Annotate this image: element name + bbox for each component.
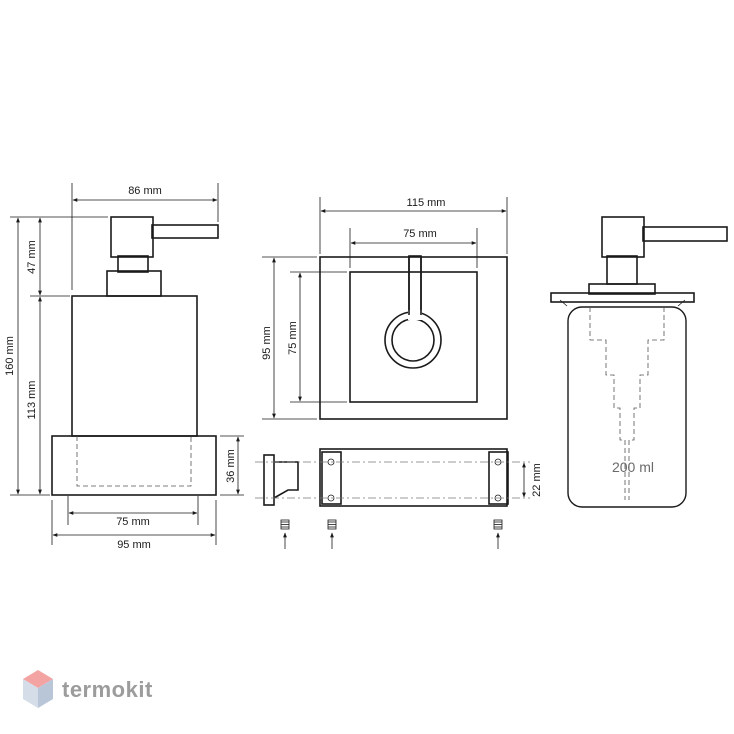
front-pump-collar xyxy=(106,270,162,297)
label-95mm-front: 95 mm xyxy=(117,539,151,551)
screw-anchor-1 xyxy=(280,519,290,549)
side-view: 200 ml xyxy=(550,216,728,508)
side-pump-collar xyxy=(588,283,656,295)
front-hidden-bottle xyxy=(76,436,192,487)
side-glass-bottle xyxy=(567,306,687,508)
bracket-left-tab xyxy=(321,451,342,505)
label-113mm: 113 mm xyxy=(26,381,38,420)
bracket-side-plate xyxy=(263,454,275,506)
termokit-logo: termokit xyxy=(23,670,153,708)
front-pump-spout xyxy=(151,224,219,239)
side-pump-head xyxy=(601,216,645,258)
top-inner-plate xyxy=(349,271,478,403)
top-spout xyxy=(408,255,422,319)
side-mount-bar xyxy=(550,292,695,303)
logo-text: termokit xyxy=(62,677,153,702)
side-pump-spout xyxy=(642,226,728,242)
bracket-front-plate xyxy=(319,448,508,507)
bracket-views: 22 mm xyxy=(255,448,543,549)
screw-anchor-3 xyxy=(493,519,503,549)
top-view: 115 mm 75 mm 95 mm 75 mm xyxy=(261,197,508,420)
label-75mm-top-h: 75 mm xyxy=(403,228,437,240)
front-pump-neck xyxy=(117,255,149,273)
cube-logo-icon xyxy=(23,670,53,708)
front-base xyxy=(51,435,217,496)
label-36mm: 36 mm xyxy=(225,449,237,483)
label-22mm: 22 mm xyxy=(531,463,543,497)
label-115mm: 115 mm xyxy=(407,197,446,209)
front-pump-head xyxy=(110,216,154,258)
side-hidden-pump xyxy=(589,307,665,500)
label-75mm-top-v: 75 mm xyxy=(287,321,299,355)
bracket-side-arm xyxy=(273,461,299,499)
front-bottle-body xyxy=(71,295,198,437)
label-75mm-front: 75 mm xyxy=(116,516,150,528)
side-pump-neck xyxy=(606,255,638,285)
bracket-right-tab xyxy=(488,451,509,505)
top-outer-plate xyxy=(319,256,508,420)
capacity-label: 200 ml xyxy=(612,459,654,475)
front-view: 86 mm 160 mm 47 mm 113 mm 36 mm 75 mm 95… xyxy=(4,183,244,551)
label-160mm: 160 mm xyxy=(4,336,16,376)
label-47mm: 47 mm xyxy=(26,240,38,274)
top-pump-ring-inner xyxy=(391,318,435,362)
label-95mm-top: 95 mm xyxy=(261,326,273,360)
screw-anchor-2 xyxy=(327,519,337,549)
top-pump-ring-outer xyxy=(384,311,442,369)
label-86mm: 86 mm xyxy=(128,185,162,197)
